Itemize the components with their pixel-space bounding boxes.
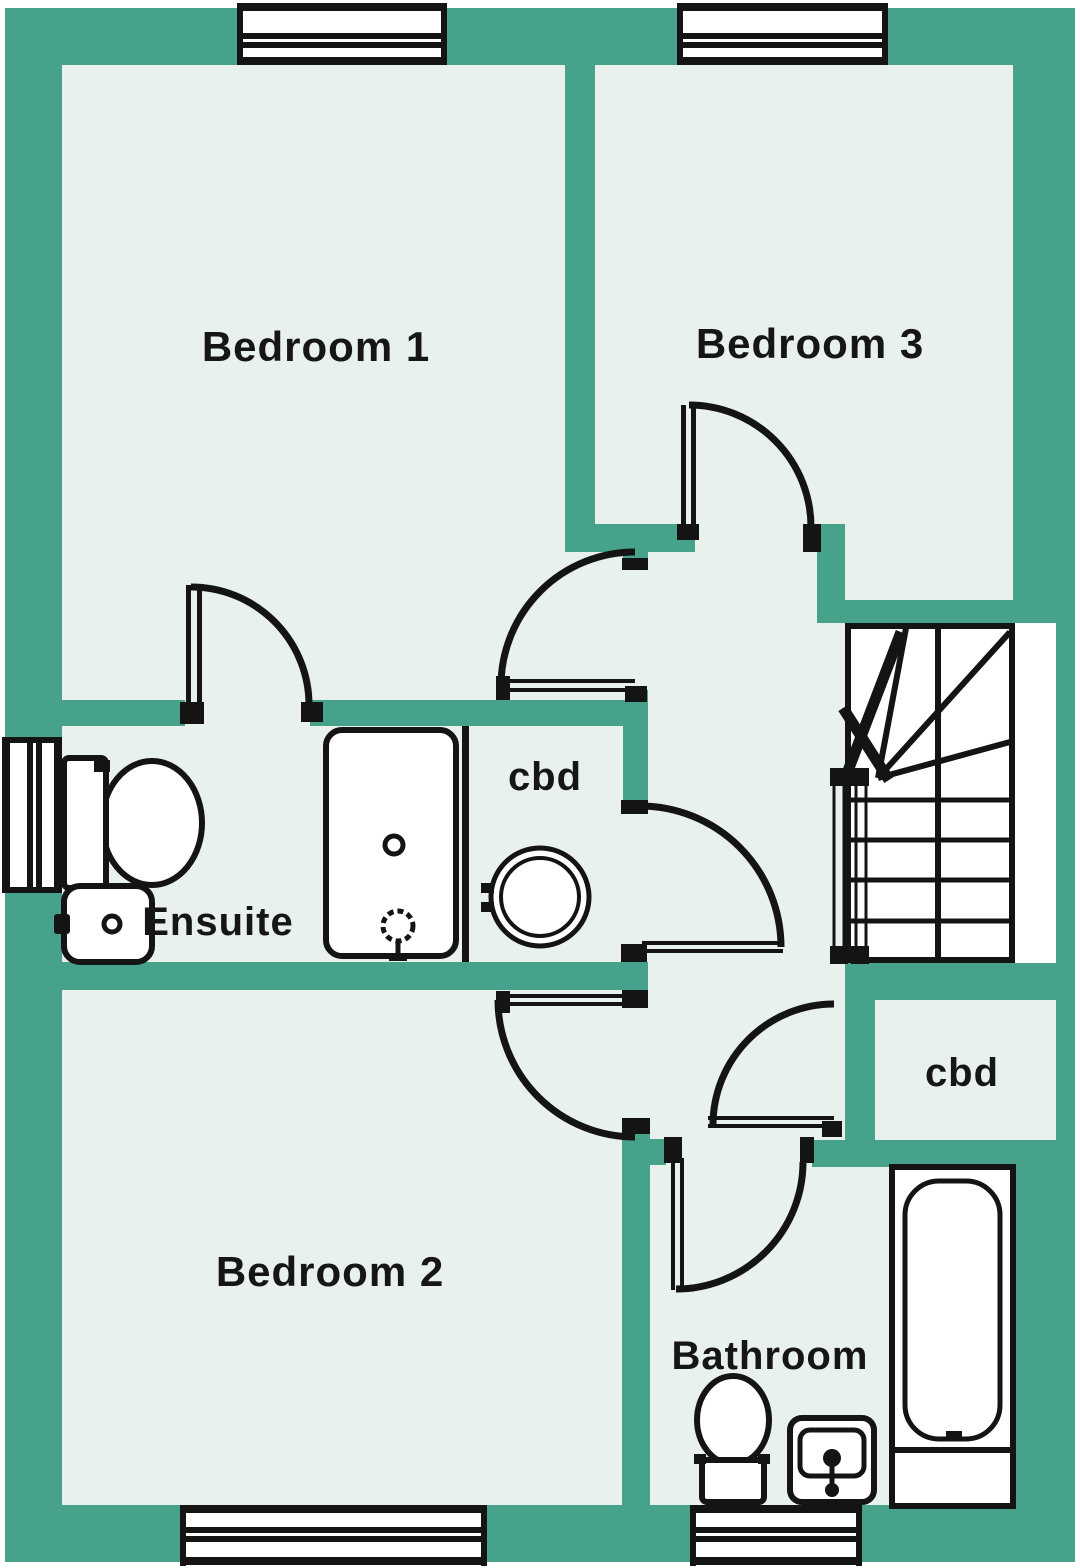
- bedroom3-label: Bedroom 3: [696, 320, 924, 367]
- cbd-right-label: cbd: [925, 1051, 999, 1095]
- hot-water-cylinder-icon: [481, 845, 592, 949]
- wall-cbd-east: [623, 726, 648, 812]
- cbd-middle-door: [621, 800, 785, 962]
- bedroom3-top-window: [677, 3, 888, 65]
- stairs-floor: [845, 623, 1015, 963]
- ensuite-left-window: [2, 737, 62, 893]
- wall-exterior-right-thin: [1056, 623, 1075, 1140]
- bath-icon: [889, 1164, 1016, 1509]
- cbd-middle-label: cbd: [508, 755, 582, 799]
- bedroom1-door: [496, 548, 648, 702]
- shower-tray-icon: [323, 726, 469, 962]
- wall-ensuite-north-left: [62, 700, 185, 726]
- ensuite-washbasin-icon: [54, 883, 155, 965]
- wall-exterior-right-lower: [1013, 1140, 1075, 1562]
- wall-above-stairs: [817, 600, 1056, 623]
- bedroom3-door: [677, 401, 821, 552]
- ensuite-label: Ensuite: [142, 900, 293, 944]
- wall-exterior-top: [5, 8, 1075, 65]
- bathroom-label: Bathroom: [672, 1334, 869, 1378]
- ensuite-toilet-icon: [61, 755, 205, 891]
- stairwell-background: [845, 623, 1056, 963]
- doors: [180, 401, 842, 1293]
- ensuite-door: [180, 583, 323, 724]
- bathroom-washbasin-icon: [787, 1415, 877, 1505]
- wall-bathroom-north-stub: [648, 1139, 666, 1165]
- wall-bed1-bed3-divider: [565, 65, 595, 552]
- wall-ensuite-north-right: [310, 700, 648, 726]
- stairs-void-strip: [1015, 623, 1056, 963]
- windows: [2, 3, 888, 1566]
- staircase-icon: [830, 623, 1015, 964]
- wall-ensuite-south: [62, 962, 648, 990]
- wall-bathroom-north: [812, 1140, 1013, 1167]
- bedroom1-top-window: [237, 3, 447, 65]
- bedroom1-label: Bedroom 1: [202, 323, 430, 370]
- wall-bed2-bath-divider: [622, 1128, 650, 1505]
- fixtures: [54, 726, 1016, 1509]
- bathroom-toilet-icon: [694, 1373, 772, 1505]
- wall-below-stairs: [845, 963, 1075, 1000]
- bedroom2-label: Bedroom 2: [216, 1248, 444, 1295]
- wall-bed3-south-left: [568, 524, 695, 552]
- wall-cbd-right-west: [845, 1000, 875, 1140]
- bedroom2-bottom-window: [180, 1505, 487, 1566]
- room-labels: Bedroom 1 Bedroom 3 Ensuite cbd cbd Bedr…: [142, 320, 999, 1378]
- bedroom2-door: [494, 990, 650, 1141]
- wall-exterior-right-upper: [1013, 8, 1075, 623]
- bathroom-bottom-window: [690, 1505, 862, 1566]
- stairs-direction-arrow: [838, 630, 907, 783]
- wall-exterior-bottom: [5, 1505, 1075, 1562]
- stairs-treads: [851, 797, 1009, 924]
- bathroom-door: [664, 1137, 814, 1293]
- cbd-right-door: [708, 1000, 842, 1137]
- stairs-winders: [875, 627, 1013, 781]
- stair-railing: [830, 768, 869, 964]
